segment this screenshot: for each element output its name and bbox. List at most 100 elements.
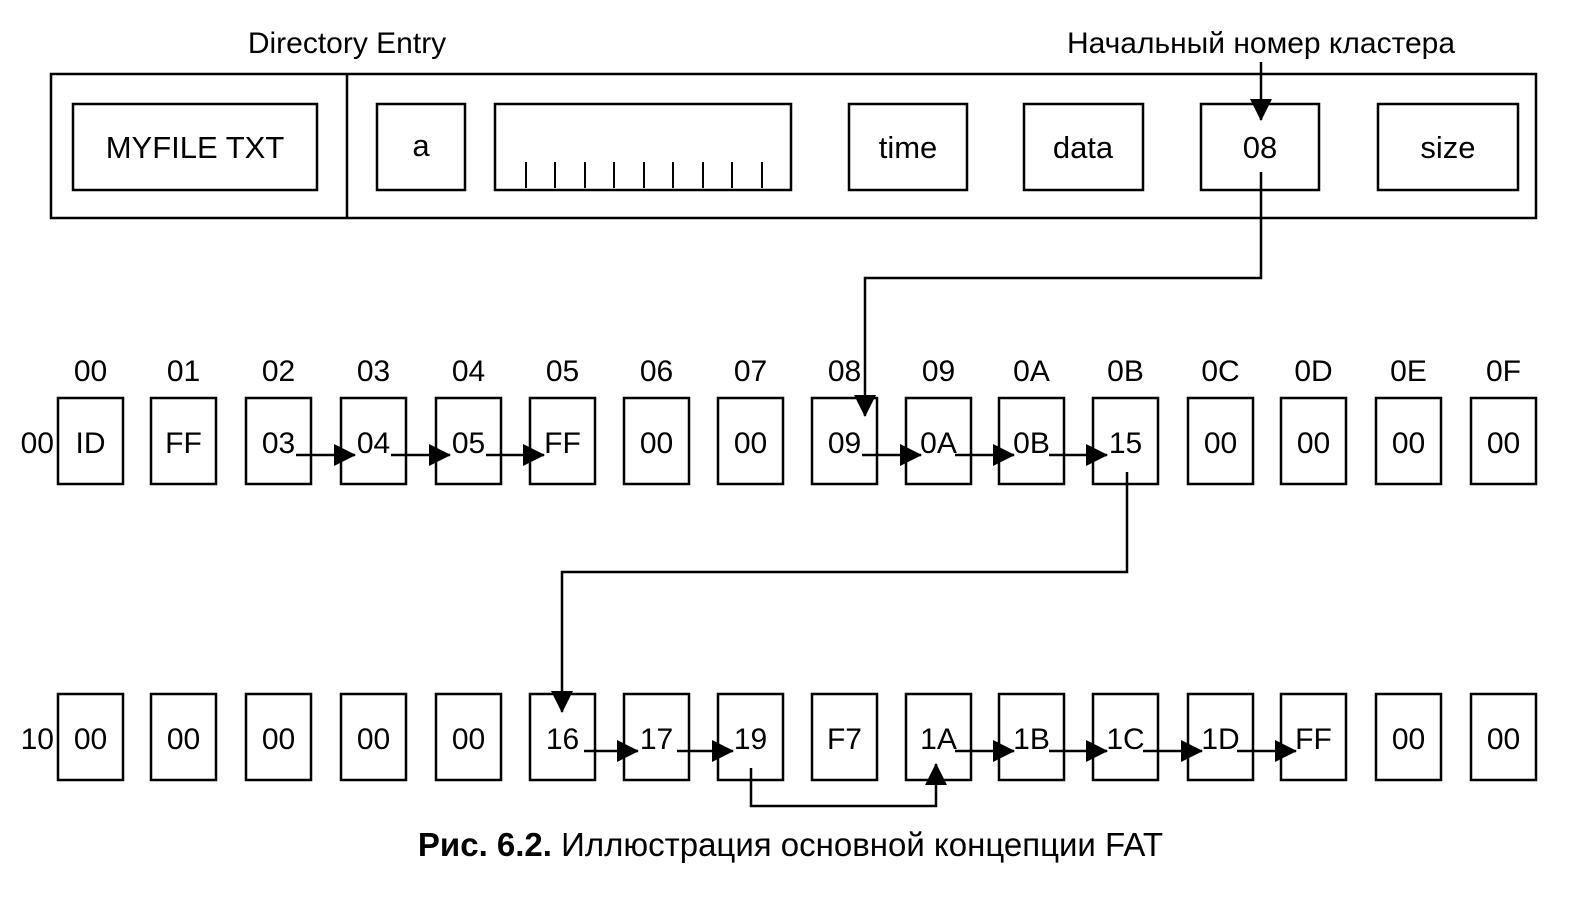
fat-cell-value: 00 — [1487, 723, 1520, 756]
fat-column-header-00: 00 — [74, 355, 107, 388]
fat-cell-value: 00 — [1297, 427, 1330, 460]
filename-text: MYFILE TXT — [106, 130, 285, 165]
fat-cell-value: 17 — [640, 723, 673, 756]
fat-cell-10-03 — [339, 692, 408, 782]
fat-cell-00-08 — [810, 396, 879, 486]
fat-cell-value: FF — [544, 427, 581, 460]
directory-entry-frame — [49, 72, 1538, 220]
fat-column-header-0C: 0C — [1201, 355, 1239, 388]
fat-cell-value: 00 — [1392, 723, 1425, 756]
fat-row-label-10: 10 — [21, 723, 54, 756]
fat-cell-value: 0A — [920, 427, 957, 460]
fat-cell-10-0F — [1469, 692, 1538, 782]
fat-cell-value: 00 — [262, 723, 295, 756]
fat-cell-value: 1C — [1106, 723, 1144, 756]
fat-cell-value: 00 — [452, 723, 485, 756]
directory-entry-title: Directory Entry — [248, 27, 446, 60]
fat-column-header-04: 04 — [452, 355, 485, 388]
fat-column-header-05: 05 — [546, 355, 579, 388]
date-field — [1022, 102, 1145, 192]
fat-column-header-0F: 0F — [1486, 355, 1521, 388]
reserved-bytes-ticks — [525, 162, 763, 188]
fat-column-header-03: 03 — [357, 355, 390, 388]
fat-cell-value: 00 — [167, 723, 200, 756]
fat-cell-00-05 — [528, 396, 597, 486]
figure-caption-number: Рис. 6.2. — [417, 826, 552, 863]
start-cluster-label: Начальный номер кластера — [1067, 27, 1455, 60]
chain-arrow-17-19 — [749, 763, 947, 808]
fat-cell-value: ID — [76, 427, 106, 460]
attribute-field — [375, 102, 467, 192]
fat-cell-value: 00 — [1204, 427, 1237, 460]
fat-cell-00-0E — [1374, 396, 1443, 486]
fat-cell-value: 19 — [734, 723, 767, 756]
fat-column-header-06: 06 — [640, 355, 673, 388]
fat-cell-00-0D — [1279, 396, 1348, 486]
fat-column-header-07: 07 — [734, 355, 767, 388]
fat-cell-value: 00 — [640, 427, 673, 460]
fat-column-header-0B: 0B — [1107, 355, 1144, 388]
time-text: time — [879, 130, 938, 165]
size-field — [1376, 102, 1520, 192]
size-text: size — [1420, 130, 1475, 165]
chain-arrow-0B-15 — [551, 472, 1129, 713]
fat-cell-00-00 — [56, 396, 125, 486]
fat-column-header-0A: 0A — [1013, 355, 1050, 388]
fat-cell-value: 05 — [452, 427, 485, 460]
fat-cell-00-0C — [1186, 396, 1255, 486]
fat-cell-10-0D — [1279, 692, 1348, 782]
fat-column-header-01: 01 — [167, 355, 200, 388]
fat-cell-10-06 — [622, 692, 691, 782]
fat-cell-10-0E — [1374, 692, 1443, 782]
fat-cell-10-08 — [810, 692, 879, 782]
fat-cell-10-0A — [997, 692, 1066, 782]
fat-column-header-0E: 0E — [1390, 355, 1427, 388]
fat-cell-10-00 — [56, 692, 125, 782]
fat-cell-value: 00 — [1487, 427, 1520, 460]
fat-cell-value: 0B — [1013, 427, 1050, 460]
fat-cell-value: 03 — [262, 427, 295, 460]
fat-cell-value: 00 — [734, 427, 767, 460]
fat-row-label-00: 00 — [21, 427, 54, 460]
fat-cell-00-09 — [904, 396, 973, 486]
fat-cell-10-0B — [1091, 692, 1160, 782]
fat-cell-value: 09 — [828, 427, 861, 460]
fat-column-header-0D: 0D — [1294, 355, 1332, 388]
fat-column-header-09: 09 — [922, 355, 955, 388]
fat-cell-value: 04 — [357, 427, 390, 460]
date-text: data — [1053, 130, 1114, 165]
fat-cell-10-02 — [244, 692, 313, 782]
start-cluster-text: 08 — [1243, 130, 1277, 165]
fat-cell-value: FF — [165, 427, 202, 460]
fat-cell-value: 00 — [1392, 427, 1425, 460]
fat-cell-value: 15 — [1109, 427, 1142, 460]
fat-cell-10-01 — [149, 692, 218, 782]
fat-cell-value: 1D — [1201, 723, 1239, 756]
fat-cell-00-07 — [716, 396, 785, 486]
fat-cell-00-01 — [149, 396, 218, 486]
fat-column-header-08: 08 — [828, 355, 861, 388]
start-cluster-to-fat-arrow — [854, 172, 1263, 417]
figure-caption: Рис. 6.2. Иллюстрация основной концепции… — [0, 826, 1581, 864]
fat-cell-value: 1B — [1013, 723, 1050, 756]
fat-column-header-02: 02 — [262, 355, 295, 388]
fat-cell-00-0B — [1091, 396, 1160, 486]
fat-cell-10-04 — [434, 692, 503, 782]
time-field — [847, 102, 969, 192]
fat-cell-00-06 — [622, 396, 691, 486]
fat-cell-value: 16 — [546, 723, 579, 756]
fat-cell-00-04 — [434, 396, 503, 486]
fat-cell-value: 00 — [357, 723, 390, 756]
figure-caption-text: Иллюстрация основной концепции FAT — [551, 826, 1164, 863]
fat-cell-00-03 — [339, 396, 408, 486]
fat-cell-value: FF — [1295, 723, 1332, 756]
reserved-bytes-field — [493, 102, 793, 192]
fat-cell-00-0F — [1469, 396, 1538, 486]
fat-cell-10-0C — [1186, 692, 1255, 782]
fat-cell-value: F7 — [827, 723, 862, 756]
attribute-text: a — [412, 128, 430, 163]
fat-cell-value: 1A — [920, 723, 957, 756]
fat-cell-value: 00 — [74, 723, 107, 756]
